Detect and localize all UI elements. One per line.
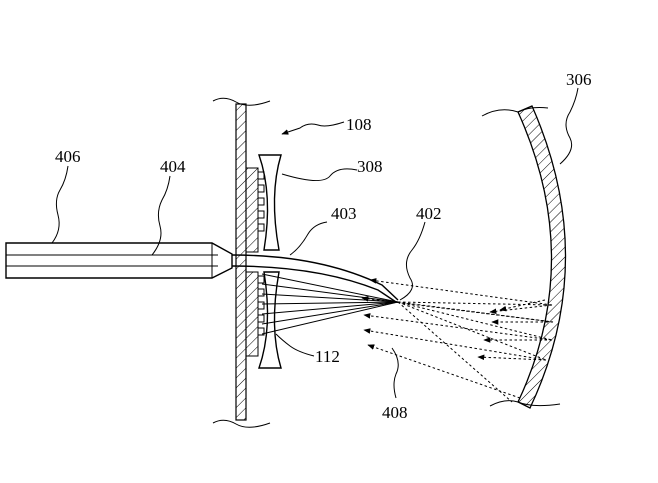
- reflected-rays: [361, 278, 554, 399]
- curved-mirror: [481, 105, 567, 409]
- label-306: 306: [566, 70, 592, 89]
- beam-fan: [261, 273, 399, 335]
- leader-lines: [51, 87, 579, 399]
- label-108: 108: [346, 115, 372, 134]
- label-112: 112: [315, 347, 340, 366]
- label-406: 406: [55, 147, 81, 166]
- wall: [212, 97, 271, 428]
- fiber-bundle: [5, 242, 233, 279]
- lens-element: [258, 154, 282, 251]
- label-402: 402: [416, 204, 442, 223]
- label-403: 403: [331, 204, 357, 223]
- lens-mount: [245, 167, 265, 357]
- sensor-element: [258, 271, 282, 369]
- label-408: 408: [382, 403, 408, 422]
- assembly-arrow: [281, 121, 345, 135]
- label-308: 308: [357, 157, 383, 176]
- label-404: 404: [160, 157, 186, 176]
